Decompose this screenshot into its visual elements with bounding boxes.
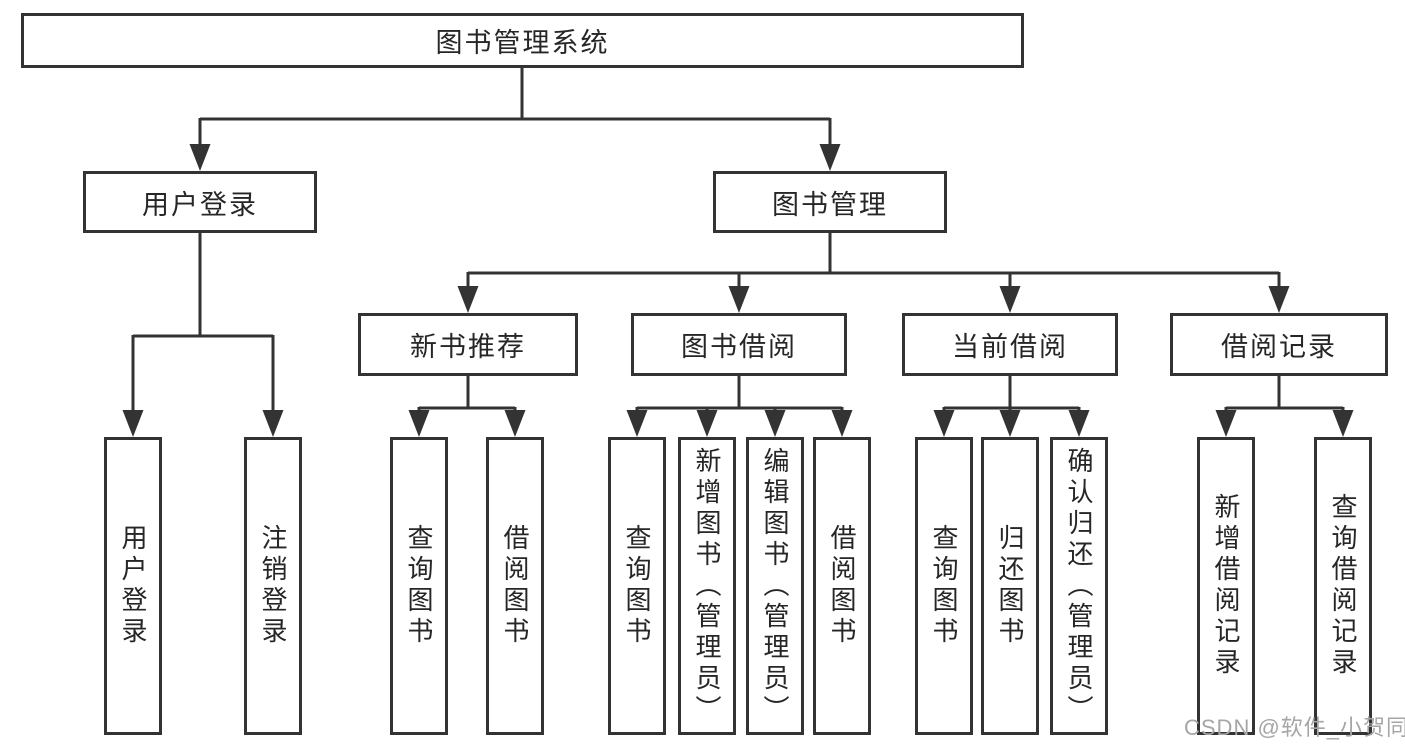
leaf-confirm-return-admin: 确认归还（管理员） [1050,437,1108,735]
node-new-book-recommend: 新书推荐 [358,313,578,376]
connector-user-login-split [122,233,284,437]
leaf-logout: 注销登录 [244,437,302,735]
connector-new-book-split [408,376,526,437]
node-user-login: 用户登录 [83,171,317,233]
node-borrow-records: 借阅记录 [1170,313,1388,376]
leaf-borrow-books-2: 借阅图书 [813,437,871,735]
leaf-edit-book-admin: 编辑图书（管理员） [746,437,804,735]
node-book-borrow-label: 图书借阅 [681,332,797,362]
leaf-query-books-2: 查询图书 [608,437,666,735]
node-book-management-label: 图书管理 [772,189,888,220]
node-user-login-label: 用户登录 [142,189,258,220]
connector-book-management-split [457,233,1290,313]
leaf-query-borrow-record: 查询借阅记录 [1314,437,1372,735]
leaf-add-book-admin: 新增图书（管理员） [678,437,736,735]
leaf-add-borrow-record: 新增借阅记录 [1197,437,1255,735]
node-borrow-records-label: 借阅记录 [1221,332,1337,362]
node-book-borrow: 图书借阅 [631,313,847,376]
leaf-borrow-books-1: 借阅图书 [486,437,544,735]
node-root-system: 图书管理系统 [21,13,1024,68]
node-current-borrow: 当前借阅 [902,313,1118,376]
csdn-watermark: CSDN @软件_小贺同学 [1184,715,1405,740]
node-root-label: 图书管理系统 [435,28,610,58]
leaf-query-books-3: 查询图书 [915,437,973,735]
connector-root-split [189,68,841,171]
leaf-query-books-1: 查询图书 [390,437,448,735]
connector-book-borrow-split [626,376,853,437]
node-book-management: 图书管理 [713,171,947,233]
node-current-borrow-label: 当前借阅 [952,332,1068,362]
connector-borrow-records-split [1215,376,1354,437]
leaf-return-books: 归还图书 [981,437,1039,735]
connector-current-borrow-split [933,376,1090,437]
node-new-book-recommend-label: 新书推荐 [410,332,526,362]
leaf-user-login: 用户登录 [104,437,162,735]
